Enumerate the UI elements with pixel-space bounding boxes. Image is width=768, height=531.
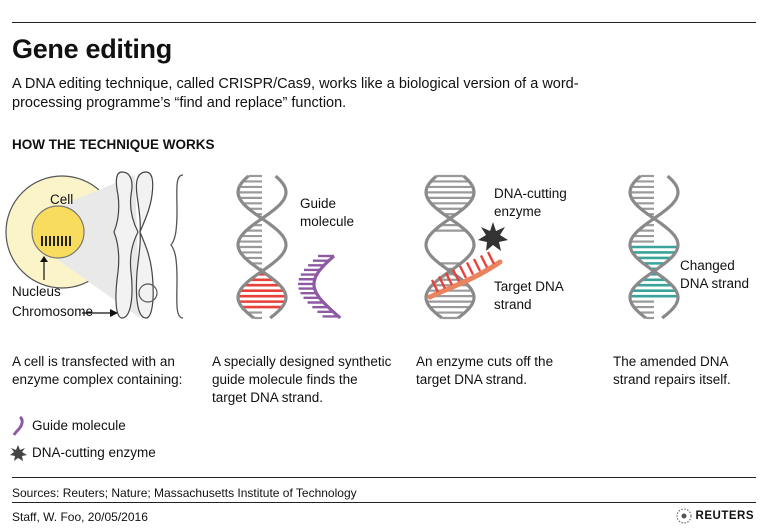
helix-backbone [424,174,476,320]
legend-enzyme-label: DNA-cutting enzyme [32,445,156,460]
caption-panel2: A specially designed synthetic guide mol… [212,354,392,405]
sources-text: Sources: Reuters; Nature; Massachusetts … [12,486,357,500]
nucleus-chromosomes-icon [41,236,71,246]
credit-text: Staff, W. Foo, 20/05/2016 [12,510,148,524]
page-title: Gene editing [12,34,172,64]
section-heading: HOW THE TECHNIQUE WORKS [12,137,215,152]
reuters-logo-text: REUTERS [695,510,754,522]
helix-backbone [236,174,288,320]
footer-rule [12,477,756,478]
cut-strand-backbone [427,259,503,300]
chromosome-label: Chromosome [12,304,94,319]
cell-label: Cell [50,192,74,207]
subtitle: A DNA editing technique, called CRISPR/C… [12,76,579,111]
dna-helix-panel3 [424,174,476,320]
dna-helix-panel4 [628,174,680,320]
cut-strand-rung [437,275,447,290]
guide-molecule-label: Guide molecule [300,196,355,229]
caption-panel3: An enzyme cuts off the target DNA strand… [416,354,554,387]
nucleus-arrow-icon [40,256,48,262]
cut-strand-rung [472,258,482,272]
cut-strand-rung [458,265,468,279]
chromosome-zoom-circle [138,283,158,303]
chromosome-icon [113,171,158,319]
target-dna-strand-label: Target DNA strand [494,279,564,312]
cut-strand-rung [451,268,461,283]
legend-guide-label: Guide molecule [32,418,126,433]
dna-cutting-enzyme-label: DNA-cutting enzyme [494,186,567,219]
changed-dna-strand-label: Changed DNA strand [680,258,750,291]
cut-strand-rung [479,254,489,269]
dna-cutting-enzyme-icon [478,222,508,251]
enzyme-star-icon [10,445,27,461]
helix-backbone [236,174,288,320]
helix-backbone [424,174,476,320]
caption-panel4: The amended DNA strand repairs itself. [613,354,731,387]
reuters-dots-icon [676,508,692,524]
cut-strand-rung [430,279,440,293]
helix-backbone [628,174,680,320]
dna-helix-panel2 [236,174,288,320]
guide-backbone [312,254,342,320]
guide-molecule-icon [12,415,24,436]
cut-strand-rung [465,261,475,276]
nucleus-label: Nucleus [12,284,61,299]
top-rule [12,22,756,23]
cut-strand-rung [486,251,496,265]
cut-strand-rung [444,272,454,286]
caption-panel1: A cell is transfected with an enzyme com… [12,354,183,387]
curly-brace [170,174,184,319]
helix-backbone [628,174,680,320]
nucleus-circle [31,205,85,259]
cut-target-strand [427,251,503,300]
guide-molecule-panel2 [298,254,342,320]
credit-rule [12,502,756,503]
reuters-logo: REUTERS [676,508,754,524]
chromosome-arrow-icon [110,309,118,317]
